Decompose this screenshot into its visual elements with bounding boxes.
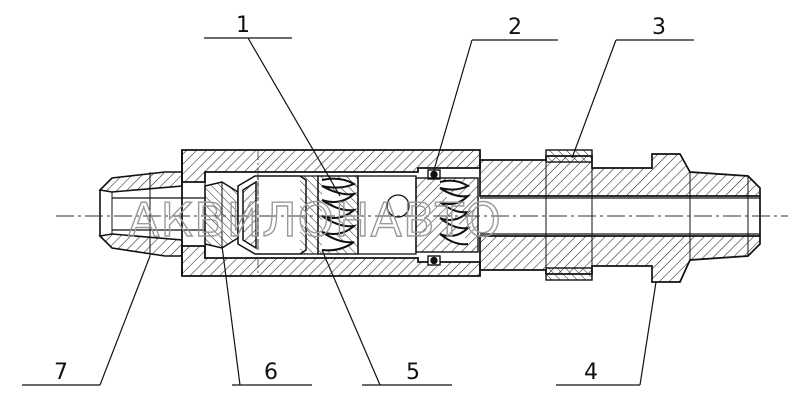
piston-spring [415, 177, 479, 253]
callout-2: 2 [508, 15, 522, 40]
central-bore [112, 197, 760, 235]
callout-6: 6 [264, 360, 278, 385]
callout-7: 7 [54, 360, 68, 385]
watermark-text: АКВИЛОНАВТО [128, 193, 502, 247]
callout-5: 5 [406, 360, 420, 385]
valve-plug [237, 175, 319, 255]
right-fitting-part-4 [479, 153, 761, 283]
callout-leaders [22, 37, 694, 386]
callout-1: 1 [236, 13, 250, 38]
spring-part-1 [317, 175, 359, 255]
callout-3: 3 [652, 15, 666, 40]
left-nipple-part-7 [98, 171, 183, 257]
union-nut-part-3 [545, 149, 593, 281]
callout-4: 4 [584, 360, 598, 385]
